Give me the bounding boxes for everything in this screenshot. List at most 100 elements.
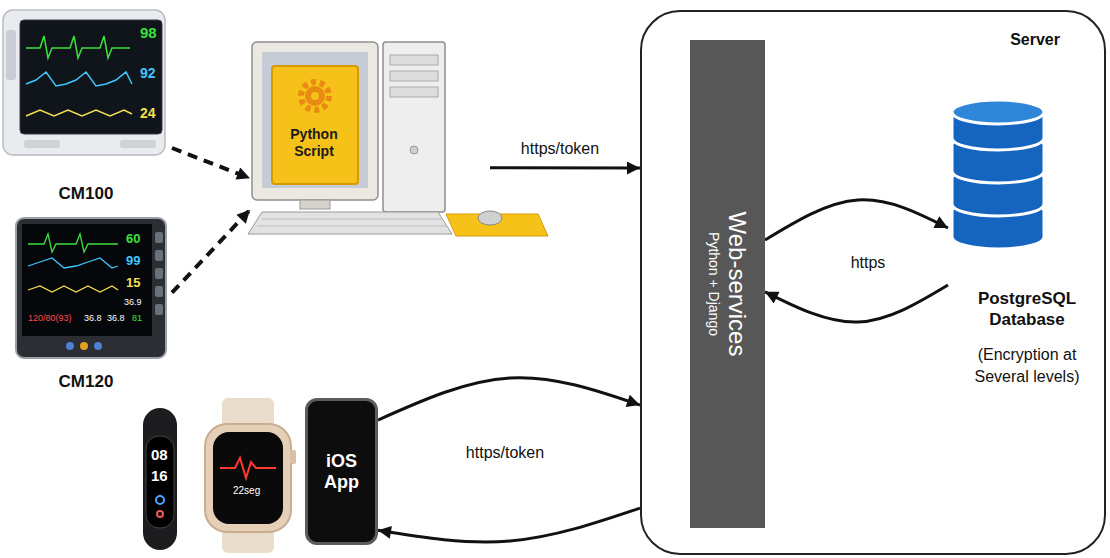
band-screen bbox=[146, 436, 174, 528]
vital-value: 60 bbox=[126, 232, 140, 245]
label-anchor: 36.8 bbox=[107, 314, 125, 323]
label-anchor: 81 bbox=[132, 314, 142, 323]
vital-value: 24 bbox=[140, 106, 156, 120]
vital-value: 36.9 bbox=[124, 298, 142, 307]
label-anchor: 92 bbox=[140, 66, 156, 80]
power-button bbox=[410, 146, 418, 154]
label-anchor: 36.9 bbox=[124, 298, 142, 307]
vital-value: 15 bbox=[126, 276, 140, 289]
drive-bay bbox=[390, 71, 438, 81]
service-name: Web-services bbox=[723, 212, 751, 357]
monitor-icon bbox=[94, 342, 102, 350]
monitor-stand bbox=[300, 200, 330, 209]
monitor-screen bbox=[20, 20, 162, 134]
vital-value: 36.8 bbox=[84, 314, 102, 323]
database-note: (Encryption at Several levels) bbox=[952, 344, 1102, 388]
label-anchor: 22seg bbox=[233, 486, 260, 496]
label-anchor: 98 bbox=[140, 25, 157, 40]
monitor-button bbox=[155, 304, 163, 315]
vital-value: 81 bbox=[132, 314, 142, 323]
connector-arrow bbox=[490, 166, 640, 169]
band-time: 16 bbox=[151, 468, 168, 483]
drive-bay bbox=[390, 55, 438, 65]
computer-screen bbox=[262, 52, 368, 188]
protocol-label: https bbox=[847, 253, 890, 272]
database-node: PostgreSQL Database (Encryption at Severa… bbox=[948, 95, 1106, 400]
connector-arrow bbox=[378, 378, 640, 420]
watch-screen bbox=[213, 432, 283, 524]
script-label: Python Script bbox=[272, 126, 356, 160]
monitor-button bbox=[155, 286, 163, 297]
monitor-button bbox=[155, 268, 163, 279]
monitor-body bbox=[3, 10, 165, 155]
server-box: ServerWeb-servicesPython + DjangoPostgre… bbox=[640, 10, 1106, 555]
dashed-arrow bbox=[172, 210, 250, 293]
keyboard-keys bbox=[262, 219, 442, 220]
monitor-button bbox=[155, 232, 163, 243]
cm100-monitor bbox=[3, 10, 165, 155]
vital-value: 120/80(93) bbox=[28, 314, 72, 323]
connector-arrow bbox=[765, 285, 948, 322]
server-title: Server bbox=[1010, 30, 1060, 50]
band-time: 08 bbox=[151, 447, 168, 462]
ecg-trace bbox=[220, 458, 276, 478]
rotated-text-group: Web-servicesPython + Django bbox=[705, 54, 751, 514]
monitor-button bbox=[155, 250, 163, 261]
device-name: CM100 bbox=[59, 184, 114, 204]
computer-tower bbox=[383, 42, 445, 212]
spo2-wave bbox=[28, 258, 118, 268]
monitor-icon bbox=[66, 342, 74, 350]
service-stack: Python + Django bbox=[705, 232, 723, 336]
ecg-wave bbox=[28, 234, 118, 252]
keyboard bbox=[248, 212, 452, 234]
disk-top bbox=[952, 100, 1044, 124]
device-node: CM120 bbox=[0, 215, 172, 400]
watch-reading: 22seg bbox=[233, 486, 260, 496]
label-anchor: 24 bbox=[140, 106, 156, 120]
edge-label-anchor: https/token bbox=[462, 443, 548, 462]
disk-segment bbox=[952, 100, 1044, 150]
gear-hole bbox=[311, 92, 319, 100]
label-anchor: 15 bbox=[126, 276, 140, 289]
phone-app: iOS App bbox=[305, 398, 378, 545]
band-ring bbox=[156, 496, 164, 504]
label-anchor: 08 bbox=[151, 447, 168, 462]
connector-arrow bbox=[765, 200, 948, 240]
app-name: iOS App bbox=[319, 451, 365, 493]
script-badge bbox=[272, 66, 358, 184]
web-services-bar: Web-servicesPython + Django bbox=[690, 40, 765, 528]
cm120-monitor bbox=[16, 218, 166, 358]
monitor-icon bbox=[80, 342, 88, 350]
monitor-screen bbox=[22, 224, 152, 336]
monitor-handle bbox=[6, 30, 16, 80]
band-strap bbox=[143, 408, 177, 550]
edge-label-anchor: https bbox=[847, 253, 890, 272]
label-anchor: 16 bbox=[151, 468, 168, 483]
resp-wave bbox=[28, 286, 118, 292]
fitness-band bbox=[143, 408, 177, 550]
watch-case bbox=[205, 424, 291, 532]
gear-teeth bbox=[301, 82, 329, 110]
database-cylinder bbox=[952, 100, 1044, 249]
vital-value: 36.8 bbox=[107, 314, 125, 323]
dashed-arrow bbox=[172, 148, 250, 178]
mouse bbox=[478, 211, 502, 225]
vital-value: 98 bbox=[140, 25, 157, 40]
band-ring bbox=[157, 511, 163, 517]
computer-node: Python Script bbox=[250, 40, 490, 215]
smart-watch bbox=[205, 398, 296, 553]
label-anchor: 99 bbox=[126, 254, 140, 267]
database-name: PostgreSQL Database bbox=[952, 288, 1102, 330]
monitor-button bbox=[120, 140, 156, 148]
vital-value: 92 bbox=[140, 66, 156, 80]
label-anchor: 120/80(93) bbox=[28, 314, 72, 323]
spo2-wave bbox=[26, 72, 132, 86]
computer-monitor bbox=[252, 42, 378, 200]
vital-value: 99 bbox=[126, 254, 140, 267]
gear-body bbox=[305, 86, 325, 106]
protocol-label: https/token bbox=[517, 139, 603, 158]
watch-crown bbox=[290, 450, 296, 464]
keyboard-keys bbox=[257, 226, 447, 227]
resp-wave bbox=[26, 110, 132, 116]
